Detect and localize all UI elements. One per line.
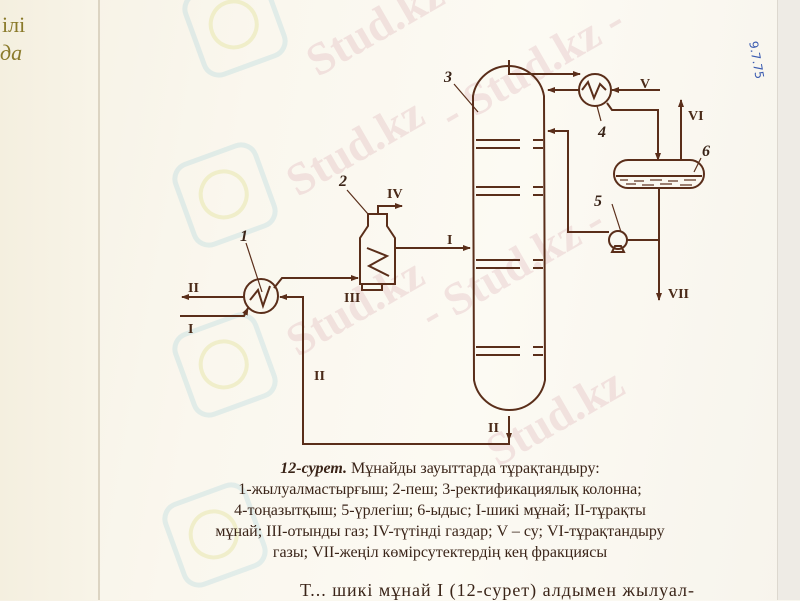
- label-condenser-number: 4: [597, 124, 606, 141]
- heat-exchanger: [243, 278, 279, 314]
- stream-water: V: [640, 77, 650, 92]
- caption-line-1: 12-сурет. Мұнайды зауыттарда тұрақтандыр…: [160, 458, 720, 479]
- separator-vessel: [613, 159, 705, 189]
- stream-stable-oil-out: II: [188, 281, 199, 296]
- stream-bottoms: II: [488, 421, 499, 436]
- label-column-number: 3: [443, 69, 452, 86]
- left-page-text-line-1: ілі: [2, 12, 26, 37]
- label-furnace-number: 2: [338, 173, 347, 190]
- figure-label: 12-сурет.: [280, 460, 348, 477]
- stream-stabilization-gas: VI: [688, 109, 704, 124]
- caption-line-3: 4-тоңазытқыш; 5-үрлегіш; 6-ыдыс; I-шикі …: [234, 502, 646, 519]
- stream-feed-to-column: I: [447, 233, 452, 248]
- stream-flue-gas: IV: [387, 187, 403, 202]
- pump: [608, 230, 628, 250]
- rectification-column: [471, 65, 547, 411]
- process-flow-diagram: 3 1 2 4 5 6 II I III IV I II II V VI VII: [180, 60, 710, 445]
- caption-line-5: газы; VII-жеңіл көмірсутектердің кең фра…: [272, 544, 608, 561]
- label-heat-exchanger-number: 1: [240, 228, 248, 245]
- caption-title: Мұнайды зауыттарда тұрақтандыру:: [347, 460, 600, 477]
- caption-line-4: мұнай; III-отынды газ; IV-түтінді газдар…: [215, 523, 665, 540]
- stream-light-hydrocarbons: VII: [668, 287, 689, 302]
- body-paragraph-start: Т... шикі мұнай I (12-сурет) алдымен жыл…: [300, 580, 695, 600]
- left-page-margin: ілі да: [0, 0, 100, 600]
- figure-caption: 12-сурет. Мұнайды зауыттарда тұрақтандыр…: [160, 458, 720, 563]
- furnace: [359, 203, 403, 291]
- left-page-text-line-2: да: [0, 40, 23, 65]
- caption-line-2: 1-жылуалмастырғыш; 2-пеш; 3-ректификация…: [238, 481, 642, 498]
- stream-raw-oil-in: I: [188, 322, 193, 337]
- condenser: [578, 73, 612, 107]
- next-page-edge: 9.7.75: [746, 0, 800, 600]
- stream-fuel-gas: III: [344, 291, 360, 306]
- label-vessel-number: 6: [702, 143, 710, 160]
- label-pump-number: 5: [594, 193, 602, 210]
- stream-return-line: II: [314, 369, 325, 384]
